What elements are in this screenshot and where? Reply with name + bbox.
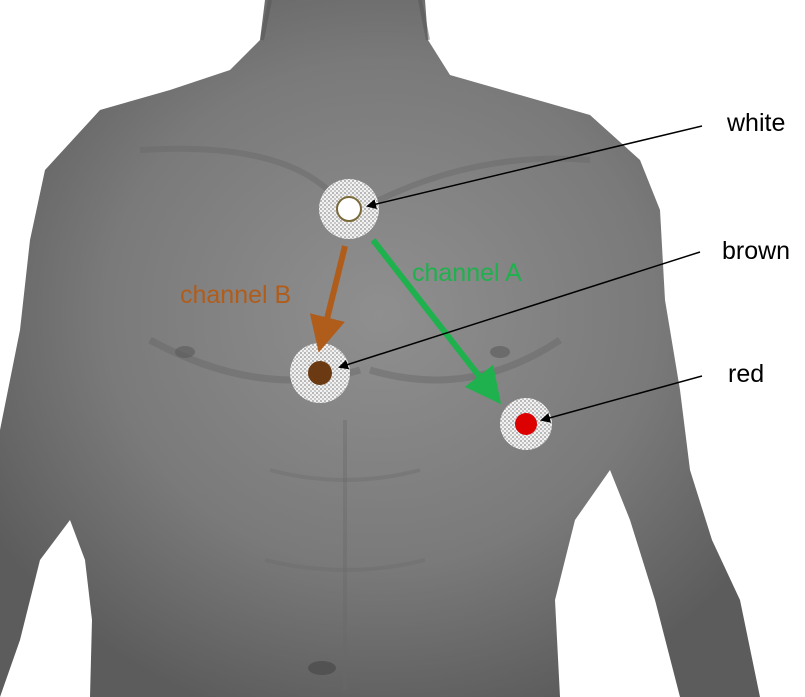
label-red: red	[728, 360, 764, 388]
torso-image	[0, 0, 760, 697]
label-white: white	[726, 109, 785, 137]
torso-silhouette	[0, 0, 760, 697]
label-brown: brown	[722, 237, 790, 265]
electrode-red	[500, 398, 552, 450]
electrode-white	[319, 179, 379, 239]
label-channel-a: channel A	[412, 259, 522, 287]
label-channel-b: channel B	[180, 281, 291, 309]
electrode-brown	[290, 343, 350, 403]
